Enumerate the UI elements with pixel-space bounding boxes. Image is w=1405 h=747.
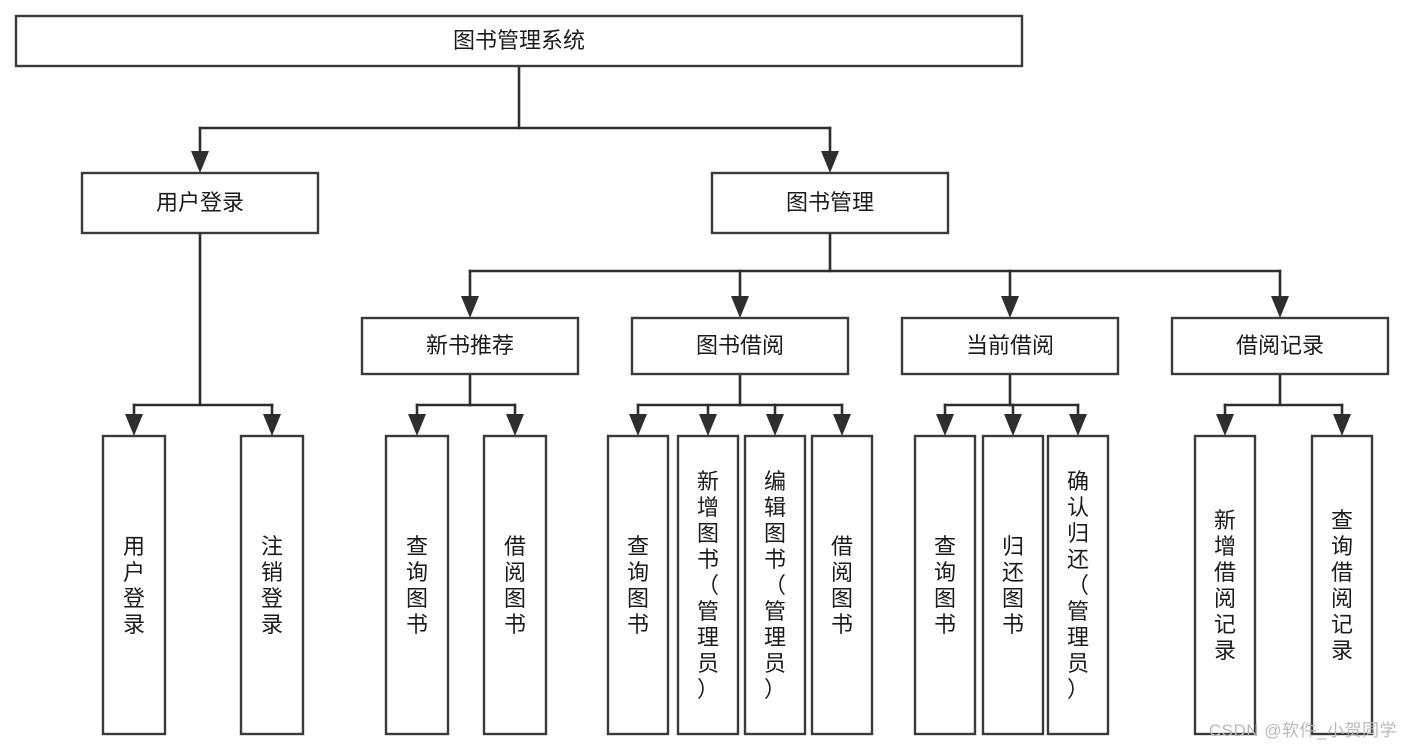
arrow-head-icon (125, 414, 143, 436)
leaf-node-7[interactable]: 借阅图书 (810, 434, 874, 736)
arrow-head-icon (699, 414, 717, 436)
level3-node-1[interactable]: 图书借阅 (630, 316, 850, 376)
level3-node-0-box[interactable] (360, 316, 580, 376)
leaf-node-4-box[interactable] (606, 434, 670, 736)
leaf-node-9[interactable]: 归还图书 (981, 434, 1045, 736)
leaf-node-11-label: 新增借阅记录 (1214, 508, 1236, 663)
arrow-head-icon (833, 414, 851, 436)
leaf-node-8-box[interactable] (913, 434, 977, 736)
leaf-node-4[interactable]: 查询图书 (606, 434, 670, 736)
leaf-node-8[interactable]: 查询图书 (913, 434, 977, 736)
root-node-system[interactable]: 图书管理系统 (14, 14, 1024, 68)
level2-node-0[interactable]: 用户登录 (80, 171, 320, 235)
root-node-system-label: 图书管理系统 (453, 28, 585, 53)
nodes-layer: 图书管理系统用户登录图书管理新书推荐图书借阅当前借阅借阅记录用户登录注销登录查询… (14, 14, 1390, 736)
arrow-head-icon (1004, 414, 1022, 436)
arrow-head-icon (1069, 414, 1087, 436)
level2-node-0-box[interactable] (80, 171, 320, 235)
arrow-head-icon (1216, 414, 1234, 436)
level3-node-3-label: 借阅记录 (1236, 333, 1324, 358)
leaf-node-6[interactable]: 编辑图书（管理员） (743, 434, 807, 736)
leaf-node-7-label: 借阅图书 (831, 534, 853, 637)
level2-node-1-box[interactable] (710, 171, 950, 235)
leaf-node-3[interactable]: 借阅图书 (482, 434, 548, 736)
arrow-head-icon (936, 414, 954, 436)
leaf-node-8-label: 查询图书 (934, 534, 956, 637)
arrow-head-icon (1001, 296, 1019, 318)
leaf-node-9-label: 归还图书 (1002, 534, 1024, 637)
arrow-head-icon (1271, 296, 1289, 318)
level3-node-1-label: 图书借阅 (696, 333, 784, 358)
leaf-node-0[interactable]: 用户登录 (101, 434, 167, 736)
leaf-node-5-label: 新增图书（管理员） (697, 469, 719, 702)
leaf-node-0-box[interactable] (101, 434, 167, 736)
leaf-node-10-label: 确认归还（管理员） (1067, 469, 1089, 702)
leaf-node-7-box[interactable] (810, 434, 874, 736)
arrow-head-icon (629, 414, 647, 436)
leaf-node-6-label: 编辑图书（管理员） (764, 469, 786, 702)
leaf-node-3-box[interactable] (482, 434, 548, 736)
level3-node-0-label: 新书推荐 (426, 333, 514, 358)
leaf-node-12-box[interactable] (1310, 434, 1374, 736)
arrow-head-icon (461, 296, 479, 318)
leaf-node-5[interactable]: 新增图书（管理员） (676, 434, 740, 736)
arrow-head-icon (1333, 414, 1351, 436)
level3-node-2[interactable]: 当前借阅 (900, 316, 1120, 376)
root-node-system-box[interactable] (14, 14, 1024, 68)
arrow-head-icon (191, 151, 209, 173)
level3-node-2-label: 当前借阅 (966, 333, 1054, 358)
level3-node-1-box[interactable] (630, 316, 850, 376)
leaf-node-1-label: 注销登录 (261, 534, 283, 637)
leaf-node-11[interactable]: 新增借阅记录 (1193, 434, 1257, 736)
leaf-node-6-box[interactable] (743, 434, 807, 736)
level3-node-0[interactable]: 新书推荐 (360, 316, 580, 376)
level3-node-2-box[interactable] (900, 316, 1120, 376)
arrow-head-icon (766, 414, 784, 436)
leaf-node-3-label: 借阅图书 (504, 534, 526, 637)
arrow-head-icon (821, 151, 839, 173)
arrow-head-icon (263, 414, 281, 436)
leaf-node-2-label: 查询图书 (406, 534, 428, 637)
leaf-node-9-box[interactable] (981, 434, 1045, 736)
edges-layer (125, 64, 1351, 436)
leaf-node-5-box[interactable] (676, 434, 740, 736)
leaf-node-11-box[interactable] (1193, 434, 1257, 736)
leaf-node-1-box[interactable] (239, 434, 305, 736)
leaf-node-12-label: 查询借阅记录 (1331, 508, 1353, 663)
leaf-node-2[interactable]: 查询图书 (384, 434, 450, 736)
leaf-node-1[interactable]: 注销登录 (239, 434, 305, 736)
level2-node-1[interactable]: 图书管理 (710, 171, 950, 235)
leaf-node-12[interactable]: 查询借阅记录 (1310, 434, 1374, 736)
level2-node-1-label: 图书管理 (786, 190, 874, 215)
leaf-node-10-box[interactable] (1046, 434, 1110, 736)
arrow-head-icon (731, 296, 749, 318)
level3-node-3[interactable]: 借阅记录 (1170, 316, 1390, 376)
level2-node-0-label: 用户登录 (156, 190, 244, 215)
level3-node-3-box[interactable] (1170, 316, 1390, 376)
arrow-head-icon (506, 414, 524, 436)
leaf-node-0-label: 用户登录 (123, 534, 145, 637)
leaf-node-4-label: 查询图书 (627, 534, 649, 637)
arrow-head-icon (408, 414, 426, 436)
leaf-node-10[interactable]: 确认归还（管理员） (1046, 434, 1110, 736)
leaf-node-2-box[interactable] (384, 434, 450, 736)
